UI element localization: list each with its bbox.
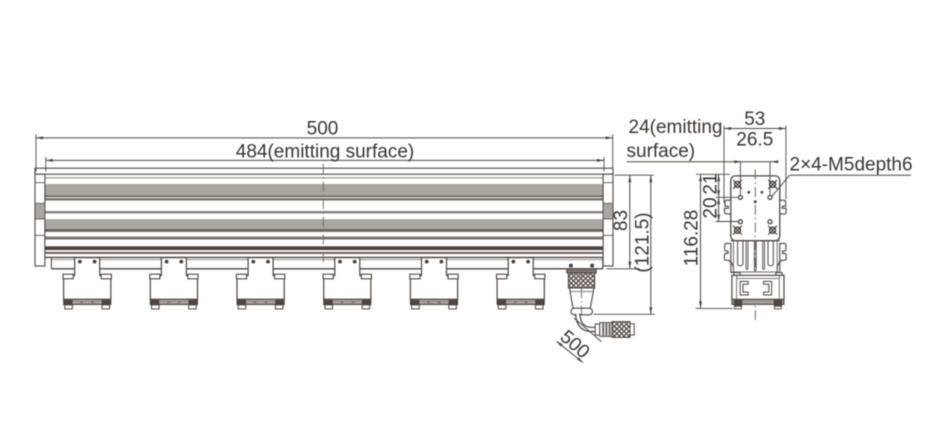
svg-text:21: 21 [701, 173, 722, 194]
svg-text:surface): surface) [627, 141, 696, 162]
svg-text:500: 500 [307, 119, 339, 140]
svg-text:26.5: 26.5 [736, 130, 773, 151]
svg-text:2×4-M5depth6: 2×4-M5depth6 [790, 155, 913, 176]
svg-text:53: 53 [744, 109, 765, 130]
svg-text:83: 83 [611, 210, 632, 231]
svg-text:24(emitting: 24(emitting [629, 117, 723, 138]
svg-text:(121.5): (121.5) [632, 212, 653, 272]
svg-text:484(emitting surface): 484(emitting surface) [236, 141, 414, 162]
svg-text:20: 20 [701, 197, 722, 218]
svg-text:116.28: 116.28 [682, 210, 703, 267]
svg-text:500: 500 [556, 326, 594, 363]
